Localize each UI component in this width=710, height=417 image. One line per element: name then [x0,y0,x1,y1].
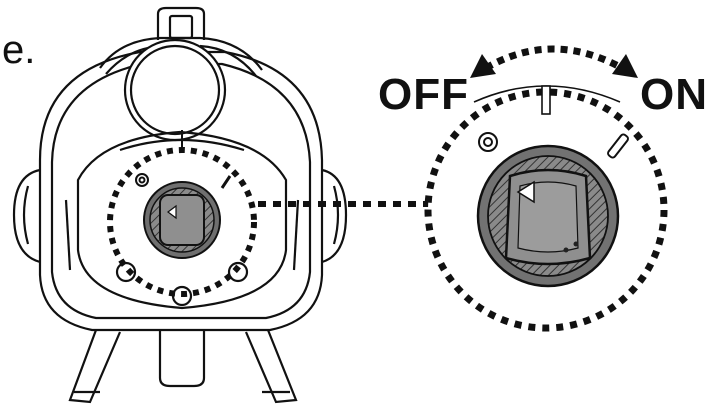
power-dial [476,144,620,288]
on-indicator-icon [607,133,629,159]
triangle-marker-icon [516,180,535,204]
off-label: OFF [378,70,469,119]
rotation-arrow-icon [470,45,638,78]
device-body [12,6,348,404]
device-indicators [135,130,232,189]
device-dial-highlight [107,147,257,297]
dial-center-mark [541,85,551,115]
on-label: ON [640,70,708,119]
caption-fragment: e. [2,28,36,72]
off-indicator-icon [478,132,498,152]
device-power-dial [143,181,221,259]
